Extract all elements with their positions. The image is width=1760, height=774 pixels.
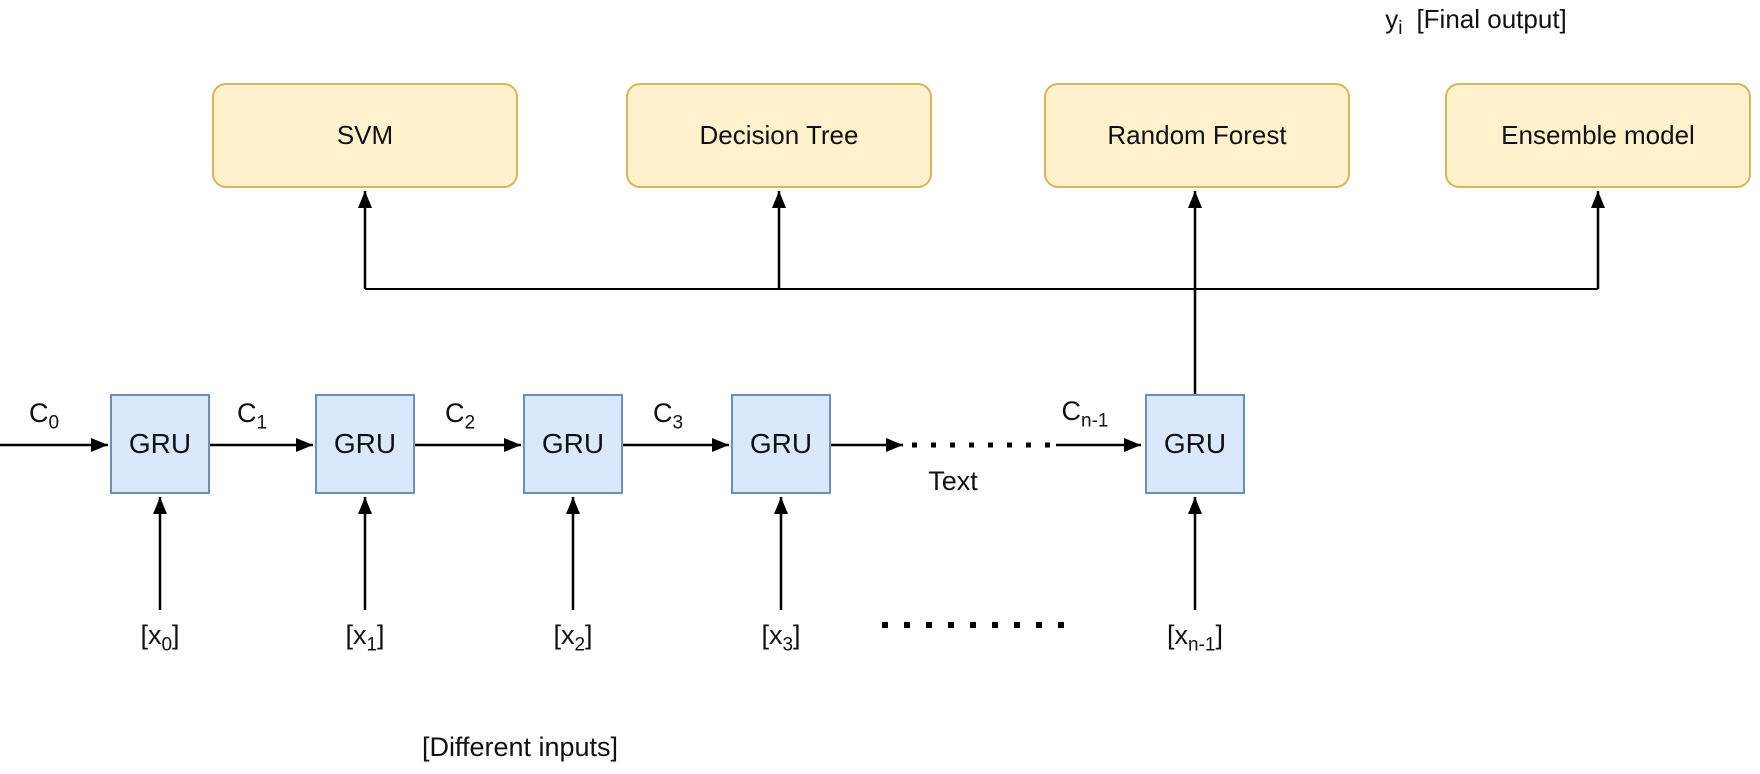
text-label: Text — [903, 466, 1003, 497]
c0-base: C — [28, 398, 49, 428]
gru-label-1: GRU — [128, 428, 192, 459]
text-label-span: Text — [928, 466, 978, 496]
xn1-close: ] — [1215, 620, 1223, 650]
classifier-label-svm: SVM — [336, 120, 394, 150]
x2-close: ] — [585, 620, 593, 650]
xn1-open: [x — [1167, 620, 1189, 650]
x3-close: ] — [793, 620, 801, 650]
classifier-box-ensemble-model: Ensemble model — [1445, 83, 1751, 188]
inputs-caption: [Different inputs] — [370, 732, 670, 763]
c2-label: C2 — [425, 398, 495, 432]
classifier-box-decision-tree: Decision Tree — [626, 83, 932, 188]
final-output-base: y — [1385, 4, 1399, 34]
gru-label-2: GRU — [333, 428, 397, 459]
c0-sub: 0 — [48, 412, 60, 434]
gru-box-5: GRU — [1145, 394, 1245, 494]
c3-sub: 3 — [672, 412, 684, 434]
cn1-label: Cn-1 — [1035, 396, 1135, 430]
inputs-caption-span: [Different inputs] — [421, 732, 619, 762]
gru-box-1: GRU — [110, 394, 210, 494]
gru-box-3: GRU — [523, 394, 623, 494]
c3-label: C3 — [633, 398, 703, 432]
classifier-label-decision-tree: Decision Tree — [699, 120, 859, 150]
gru-box-2: GRU — [315, 394, 415, 494]
gru-box-4: GRU — [731, 394, 831, 494]
x2-sub: 2 — [574, 634, 586, 656]
classifier-label-random-forest: Random Forest — [1107, 120, 1287, 150]
x1-label: [x1] — [315, 620, 415, 654]
x2-open: [x — [553, 620, 575, 650]
final-output-sub: i — [1398, 18, 1403, 40]
x1-close: ] — [377, 620, 385, 650]
x0-label: [x0] — [110, 620, 210, 654]
c3-base: C — [652, 398, 673, 428]
x2-label: [x2] — [523, 620, 623, 654]
gru-label-5: GRU — [1163, 428, 1227, 459]
cn1-base: C — [1061, 396, 1082, 426]
c2-base: C — [444, 398, 465, 428]
x0-sub: 0 — [161, 634, 173, 656]
c1-sub: 1 — [256, 412, 268, 434]
final-output-label: yi [Final output] — [1276, 4, 1676, 38]
x3-label: [x3] — [731, 620, 831, 654]
c1-base: C — [236, 398, 257, 428]
x0-close: ] — [172, 620, 180, 650]
x1-sub: 1 — [366, 634, 378, 656]
final-output-rest: [Final output] — [1416, 4, 1567, 34]
gru-label-3: GRU — [541, 428, 605, 459]
x1-open: [x — [345, 620, 367, 650]
xn1-label: [xn-1] — [1130, 620, 1260, 654]
classifier-box-random-forest: Random Forest — [1044, 83, 1350, 188]
classifier-box-svm: SVM — [212, 83, 518, 188]
x3-sub: 3 — [782, 634, 794, 656]
x0-open: [x — [140, 620, 162, 650]
x3-open: [x — [761, 620, 783, 650]
cn1-sub: n-1 — [1081, 410, 1109, 432]
xn1-sub: n-1 — [1188, 634, 1216, 656]
c0-label: C0 — [9, 398, 79, 432]
classifier-label-ensemble-model: Ensemble model — [1501, 120, 1695, 150]
gru-label-4: GRU — [749, 428, 813, 459]
c1-label: C1 — [217, 398, 287, 432]
c2-sub: 2 — [464, 412, 476, 434]
